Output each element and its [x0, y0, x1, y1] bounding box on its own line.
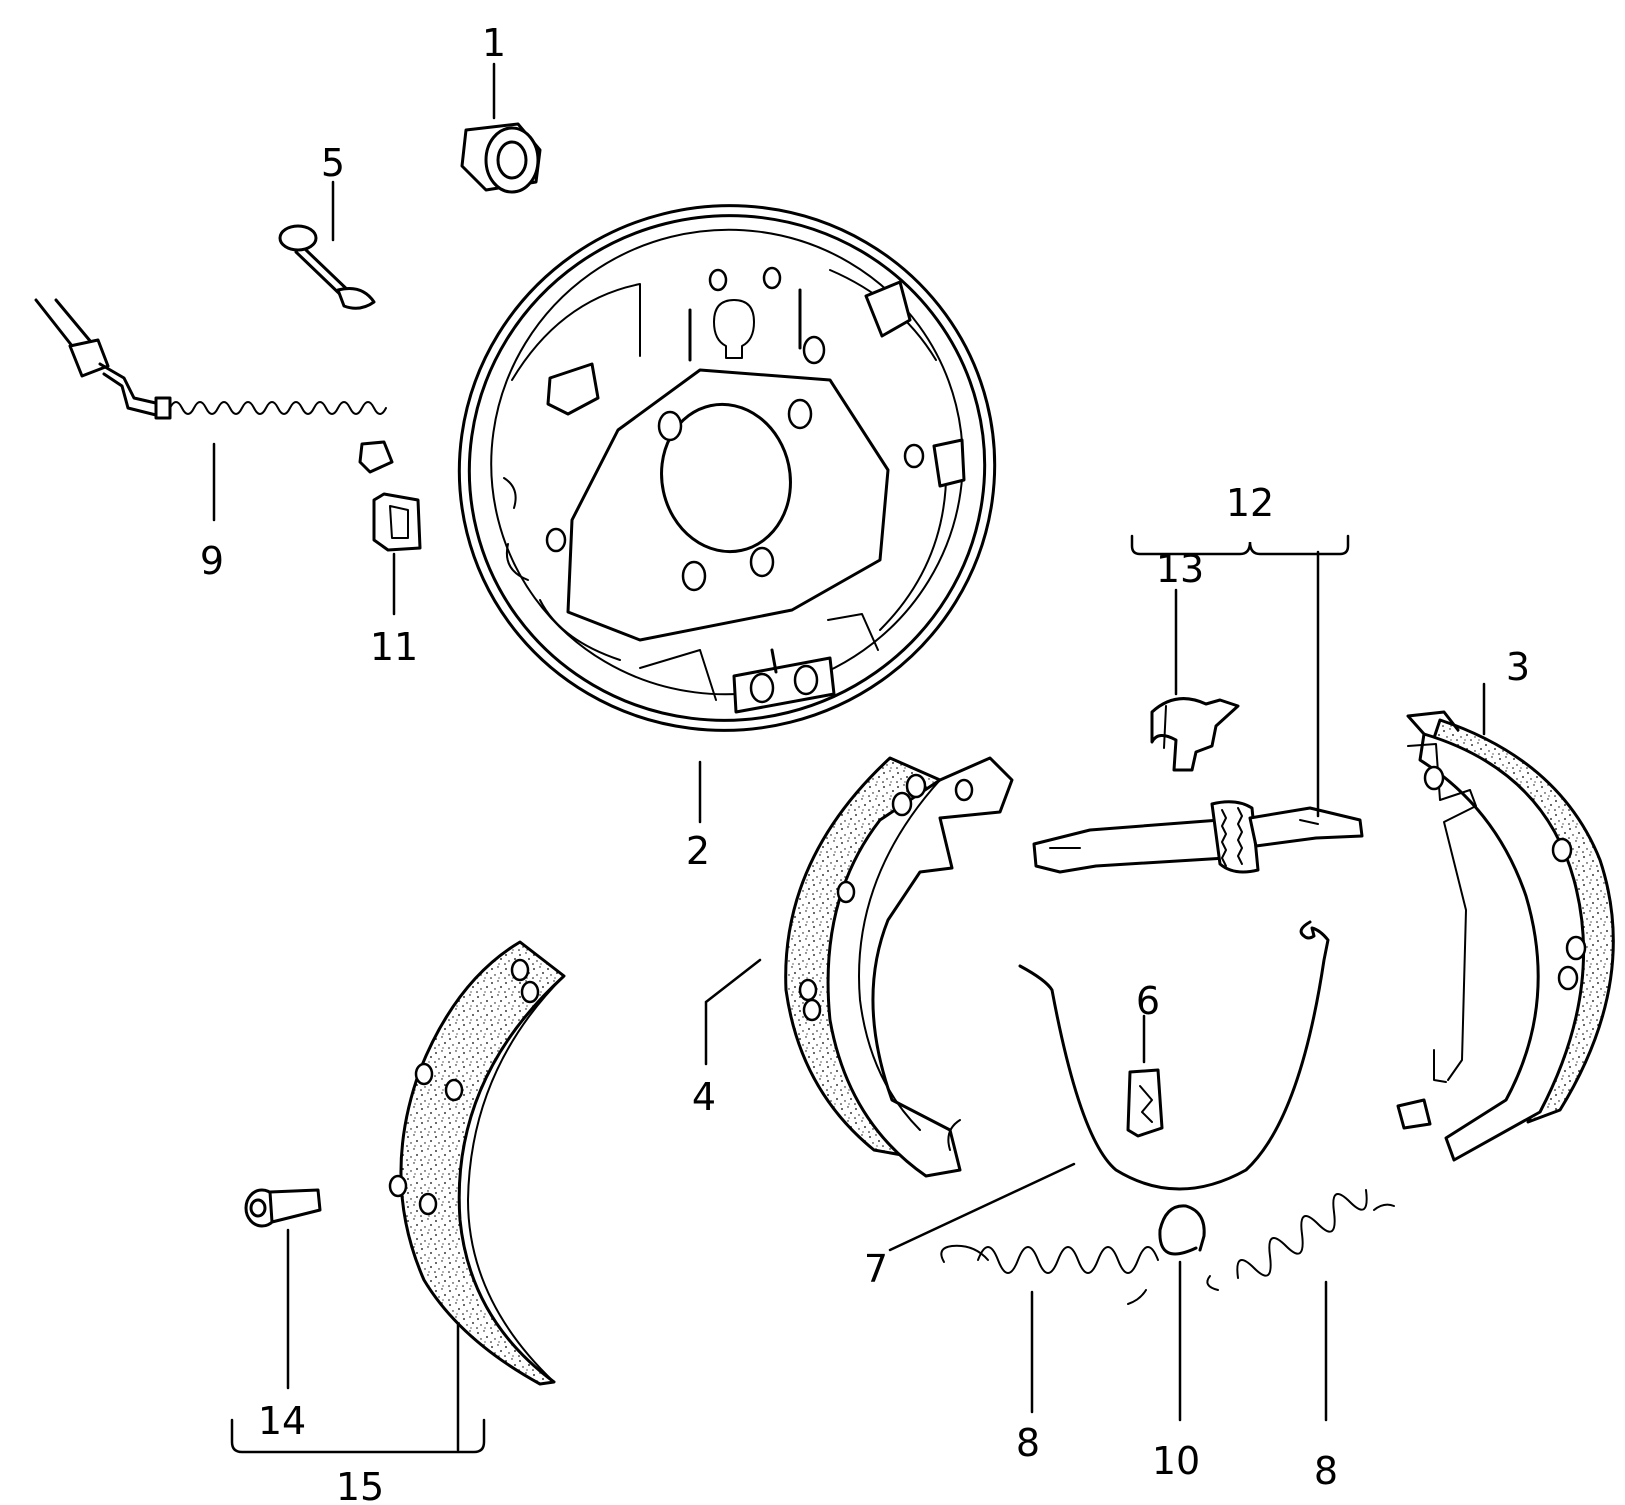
callout-7: 7 [864, 1247, 888, 1291]
callout-4: 4 [692, 1075, 716, 1119]
callout-6: 6 [1136, 979, 1160, 1023]
callout-10: 10 [1152, 1439, 1200, 1483]
part-11-grommet [372, 492, 422, 552]
part-7-spring-wire [1018, 920, 1330, 1191]
callout-2: 2 [686, 829, 710, 873]
callout-9: 9 [200, 539, 224, 583]
callout-5: 5 [321, 141, 345, 185]
part-15-lining [388, 940, 566, 1386]
part-5-pin [278, 224, 376, 310]
callout-14: 14 [258, 1399, 306, 1443]
callout-labels: 1 2 3 4 5 6 7 8 8 9 10 11 12 13 14 15 [200, 21, 1530, 1505]
part-9-cable [34, 298, 394, 474]
callout-15: 15 [336, 1465, 384, 1505]
part-1-cap [460, 122, 542, 194]
part-6-clip [1126, 1068, 1164, 1138]
part-8b-spring [1206, 1189, 1395, 1291]
part-14-bolt [244, 1188, 322, 1228]
leader-lines [212, 62, 1486, 1454]
part-8a-spring [940, 1244, 1159, 1305]
callout-8a: 8 [1016, 1421, 1040, 1465]
callout-3: 3 [1506, 645, 1530, 689]
part-2-backing-plate [457, 204, 997, 732]
part-3-right-shoe [1396, 710, 1615, 1162]
part-10-ring [1158, 1204, 1206, 1256]
part-13-clip [1150, 697, 1240, 772]
callout-13: 13 [1156, 547, 1204, 591]
part-12-adjuster [1032, 800, 1364, 874]
part-4-left-shoe [784, 756, 1014, 1178]
callout-1: 1 [482, 21, 506, 65]
callout-12: 12 [1226, 481, 1274, 525]
callout-11: 11 [370, 625, 418, 669]
callout-8b: 8 [1314, 1449, 1338, 1493]
